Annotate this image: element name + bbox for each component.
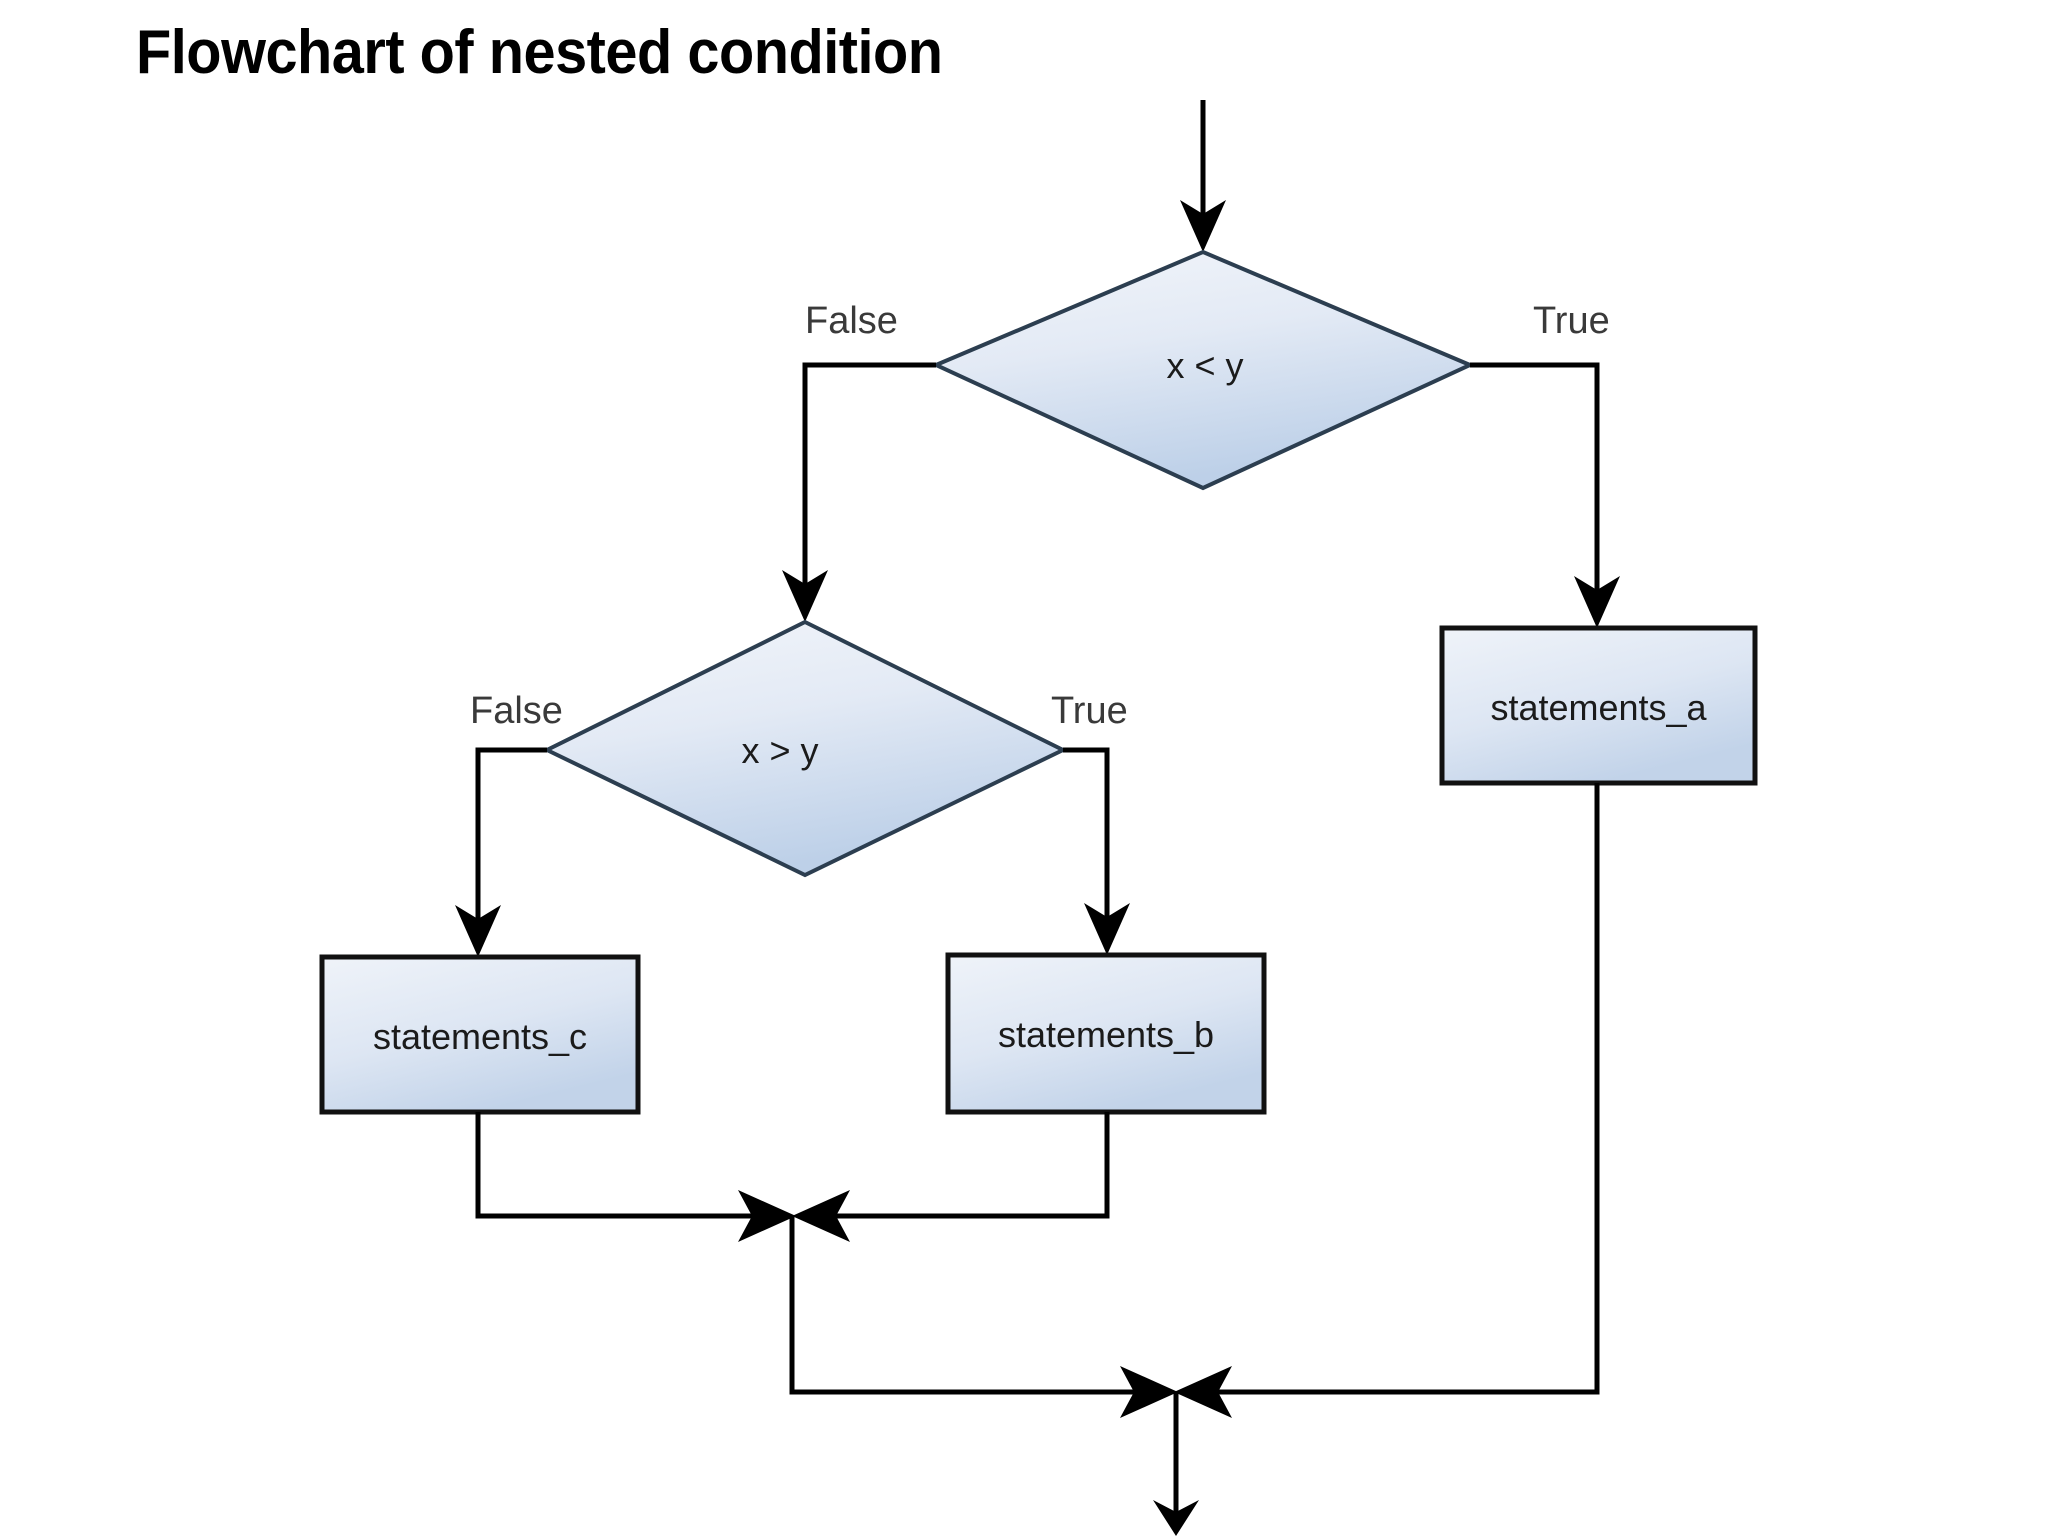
decision-2-label: x > y bbox=[741, 730, 819, 771]
decision-1-false-label: False bbox=[805, 300, 898, 342]
arrowhead-down-icon bbox=[1084, 903, 1130, 955]
decision-1-true-label: True bbox=[1533, 300, 1610, 342]
edge-statements-a-to-outer-merge bbox=[1174, 783, 1600, 1418]
decision-2-true-label: True bbox=[1051, 690, 1128, 732]
process-c-label: statements_c bbox=[372, 1016, 588, 1057]
arrowhead-right-icon bbox=[1120, 1366, 1178, 1418]
arrowhead-right-icon bbox=[738, 1190, 796, 1242]
edge-statements-c-to-merge bbox=[475, 1112, 796, 1242]
decision-node-1[interactable] bbox=[931, 249, 1475, 491]
decision-1-label: x < y bbox=[1166, 345, 1244, 386]
edge-outer-merge-exit bbox=[1153, 1392, 1199, 1536]
arrowhead-down-icon bbox=[1180, 200, 1226, 252]
arrowhead-left-icon bbox=[1174, 1366, 1232, 1418]
page-title: Flowchart of nested condition bbox=[136, 18, 943, 87]
process-node-statements-b[interactable] bbox=[945, 952, 1267, 1115]
process-node-statements-a[interactable] bbox=[1439, 625, 1758, 786]
edge-decision2-true bbox=[1063, 747, 1130, 955]
edge-statements-b-to-merge bbox=[792, 1112, 1110, 1242]
decision-2-false-label: False bbox=[470, 690, 563, 732]
edge-entry-to-decision1 bbox=[1180, 100, 1226, 252]
arrowhead-down-icon bbox=[1153, 1500, 1199, 1536]
process-a-label: statements_a bbox=[1490, 687, 1707, 728]
arrowhead-down-icon bbox=[782, 570, 828, 622]
decision-node-2[interactable] bbox=[542, 619, 1068, 878]
arrowhead-down-icon bbox=[455, 905, 501, 957]
arrowhead-left-icon bbox=[792, 1190, 850, 1242]
edge-decision2-false bbox=[455, 747, 547, 957]
edge-decision1-false bbox=[782, 362, 936, 622]
edge-decision1-true bbox=[1470, 362, 1620, 628]
edge-inner-merge-to-outer-merge bbox=[789, 1216, 1178, 1418]
process-b-label: statements_b bbox=[997, 1014, 1215, 1055]
arrowhead-down-icon bbox=[1574, 576, 1620, 628]
